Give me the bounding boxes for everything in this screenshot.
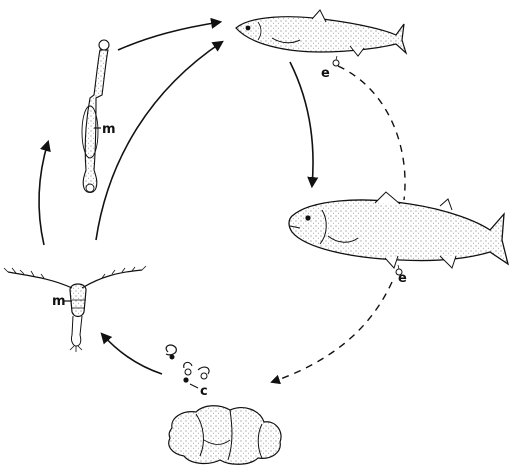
label-e-lower: e [398,271,407,286]
adult-fish-icon [289,192,508,268]
label-m-lower: m [52,294,66,309]
arrow-worm-to-fish [118,22,220,50]
coracidium-icon [166,345,209,388]
label-m-upper: m [102,122,116,137]
label-e-upper: e [321,66,330,81]
procercoid-worm-icon [82,40,109,193]
arrow-coracidium-to-copepod [102,334,162,374]
egg-upper-icon [333,56,339,66]
copepod-icon [4,266,146,352]
dashed-egg-link-lower [272,282,392,382]
arrow-juvenile-to-adult [290,62,313,186]
arrow-copepod-to-worm [39,142,48,245]
arrow-copepod-to-fish [96,42,222,240]
juvenile-fish-icon [236,10,406,56]
brain-icon [169,406,281,465]
dashed-egg-link-upper [338,66,405,200]
label-c: c [200,384,208,399]
